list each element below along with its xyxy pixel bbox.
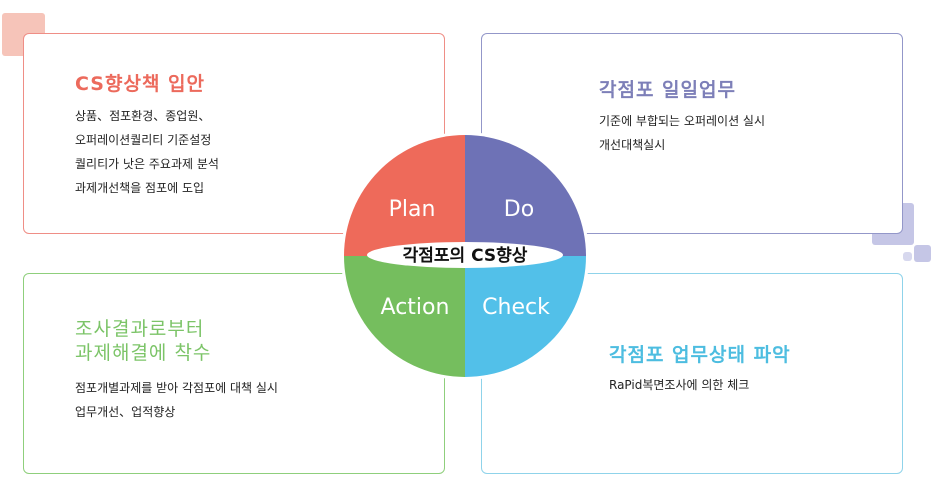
action-title: 조사결과로부터 과제해결에 착수 xyxy=(75,317,211,365)
action-title-line: 조사결과로부터 xyxy=(75,318,205,340)
decor-square-tiny-right xyxy=(903,252,912,261)
action-label: Action xyxy=(381,295,450,320)
action-title-line: 과제해결에 착수 xyxy=(75,342,212,364)
action-text: 점포개별과제를 받아 각점포에 대책 실시 업무개선、업적향상 xyxy=(75,376,278,424)
pdca-cycle: Plan Do Action Check 각점포의 CS향상 xyxy=(341,132,589,380)
plan-line: 퀄리티가 낫은 주요과제 분석 xyxy=(75,157,219,171)
action-line: 업무개선、업적향상 xyxy=(75,405,176,419)
do-quadrant xyxy=(465,135,586,256)
do-text: 기준에 부합되는 오퍼레이션 실시 개선대책실시 xyxy=(599,109,765,157)
plan-line: 오퍼레이션퀄리티 기준설정 xyxy=(75,133,212,147)
plan-label: Plan xyxy=(389,197,436,222)
check-line: RaPid복면조사에 의한 체크 xyxy=(609,378,750,392)
plan-line: 과제개선책을 점포에 도입 xyxy=(75,181,205,195)
do-label: Do xyxy=(504,197,534,222)
center-label: 각점포의 CS향상 xyxy=(403,245,528,266)
center-banner xyxy=(367,242,563,268)
plan-quadrant xyxy=(344,135,465,256)
do-line: 기준에 부합되는 오퍼레이션 실시 xyxy=(599,114,766,128)
do-title: 각점포 일일업무 xyxy=(599,79,736,101)
check-quadrant xyxy=(465,256,586,377)
plan-line: 상품、점포환경、종업원、 xyxy=(75,109,211,123)
check-label: Check xyxy=(482,295,550,320)
check-text: RaPid복면조사에 의한 체크 xyxy=(609,373,749,397)
action-line: 점포개별과제를 받아 각점포에 대책 실시 xyxy=(75,381,278,395)
plan-text: 상품、점포환경、종업원、 오퍼레이션퀄리티 기준설정 퀄리티가 낫은 주요과제 … xyxy=(75,104,219,200)
decor-square-small-right xyxy=(914,245,931,262)
check-title: 각점포 업무상태 파악 xyxy=(609,344,791,366)
action-quadrant xyxy=(344,256,465,377)
do-line: 개선대책실시 xyxy=(599,138,666,152)
plan-title: CS향상책 입안 xyxy=(75,73,205,95)
